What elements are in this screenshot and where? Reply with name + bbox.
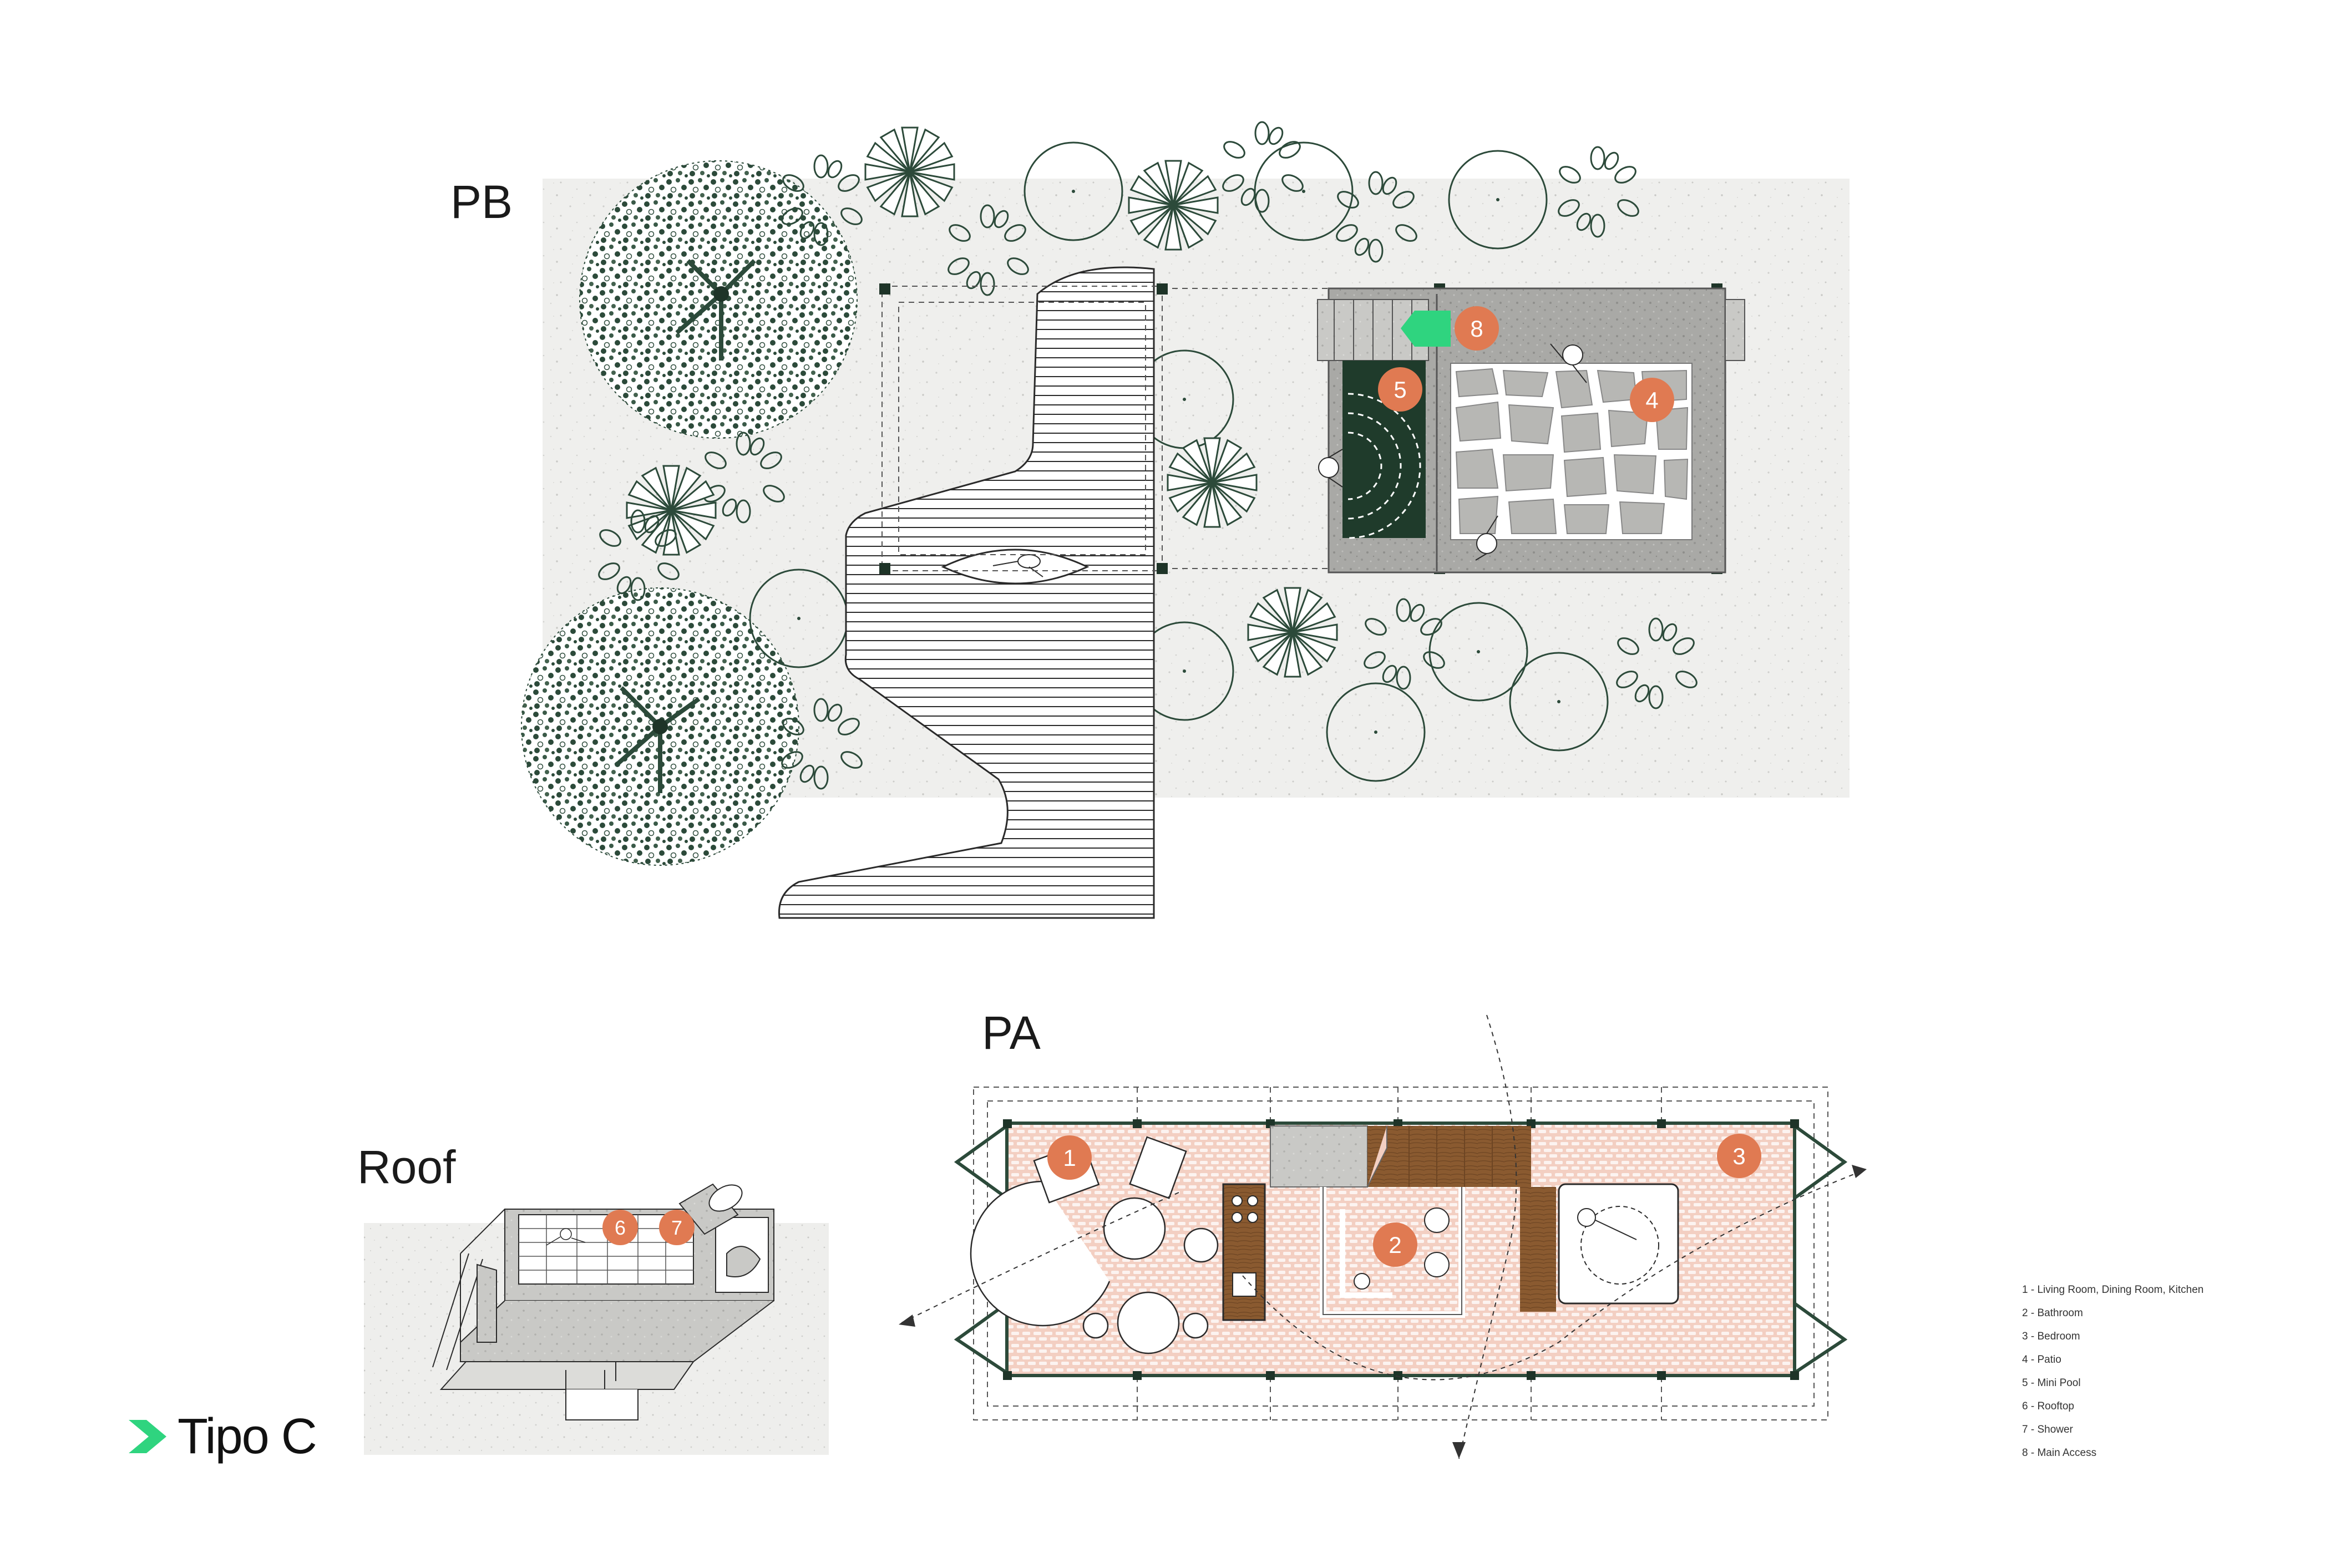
svg-text:4: 4 xyxy=(1645,387,1658,413)
legend-item: 5 - Mini Pool xyxy=(2022,1377,2081,1389)
svg-text:7: 7 xyxy=(671,1216,682,1239)
legend-item: 3 - Bedroom xyxy=(2022,1331,2080,1342)
marker-2: 2 xyxy=(1373,1222,1417,1267)
roof-label: Roof xyxy=(357,1141,456,1193)
structure-grid xyxy=(881,286,1329,571)
legend-item: 6 - Rooftop xyxy=(2022,1400,2074,1412)
brand-logo: Tipo C xyxy=(129,1409,317,1464)
ground-floor-label: PB xyxy=(450,176,513,228)
svg-text:5: 5 xyxy=(1394,377,1406,403)
marker-3: 3 xyxy=(1717,1134,1761,1178)
marker-8: 8 xyxy=(1455,306,1499,351)
legend-item: 8 - Main Access xyxy=(2022,1447,2097,1459)
marker-6: 6 xyxy=(602,1210,638,1245)
svg-text:8: 8 xyxy=(1470,316,1483,342)
main-access-arrow xyxy=(1401,311,1451,347)
legend-item: 7 - Shower xyxy=(2022,1424,2073,1435)
legend: 1 - Living Room, Dining Room, Kitchen 2 … xyxy=(2022,1278,2311,1465)
large-tree-bottom xyxy=(521,587,799,866)
legend-item: 4 - Patio xyxy=(2022,1354,2061,1366)
brand-name: Tipo C xyxy=(178,1409,317,1464)
upper-floor-label: PA xyxy=(982,1007,1041,1059)
marker-5: 5 xyxy=(1378,367,1422,412)
svg-text:3: 3 xyxy=(1732,1143,1745,1169)
marker-1: 1 xyxy=(1047,1135,1092,1180)
svg-text:1: 1 xyxy=(1063,1145,1076,1171)
svg-text:2: 2 xyxy=(1389,1232,1401,1258)
legend-item: 2 - Bathroom xyxy=(2022,1307,2083,1319)
marker-7: 7 xyxy=(659,1210,695,1245)
patio xyxy=(1450,343,1693,561)
legend-item: 1 - Living Room, Dining Room, Kitchen xyxy=(2022,1284,2204,1296)
chevron-right-icon xyxy=(129,1420,166,1453)
boardwalk-deck xyxy=(778,266,1155,919)
large-tree-top xyxy=(579,160,858,439)
roof-axonometric xyxy=(364,1183,829,1455)
marker-4: 4 xyxy=(1630,378,1674,422)
svg-text:6: 6 xyxy=(615,1216,626,1239)
